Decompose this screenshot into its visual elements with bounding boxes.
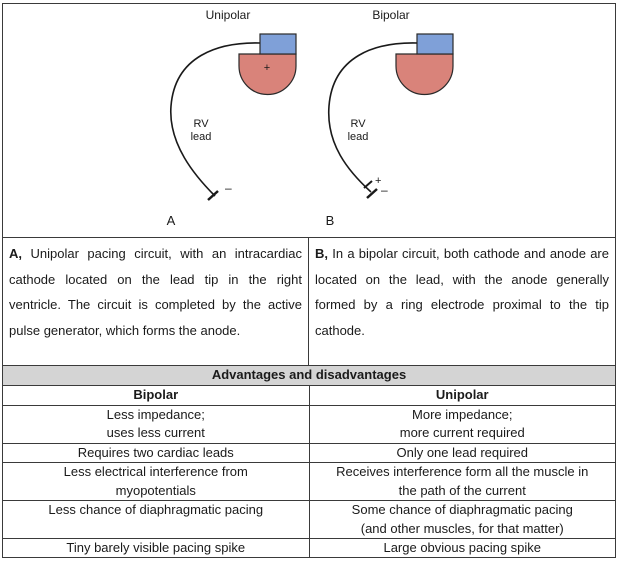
description-b-prefix: B, [315,246,328,261]
unipolar-generator-body [238,53,297,96]
bipolar-lead-label-rv: RV [350,118,366,130]
unipolar-anode-plus: + [264,62,270,74]
description-b-text: In a bipolar circuit, both cathode and a… [315,246,609,338]
cell-line: Less impedance; [106,406,205,422]
unipolar-tip-cathode [207,190,219,201]
table-cell-bipolar: Tiny barely visible pacing spike [3,538,310,558]
bipolar-ring-anode [363,180,373,189]
cell-line: Large obvious pacing spike [383,540,542,555]
cell-line: More impedance; [412,406,513,422]
figure-frame: Unipolar + – RV lead A Bipolar + – RV [2,3,616,558]
description-a-prefix: A, [9,246,22,261]
description-a: A, Unipolar pacing circuit, with an intr… [3,238,309,365]
panel-label-a: A [167,213,176,228]
cell-line: Tiny barely visible pacing spike [66,540,246,555]
table-cell-bipolar: Less electrical interference from myopote… [3,462,310,501]
cell-line: Less electrical interference from [63,464,248,479]
cell-line: (and other muscles, for that matter) [360,520,564,536]
unipolar-generator-header [259,33,297,55]
cell-line: Receives interference form all the muscl… [336,464,589,479]
table-row: Less chance of diaphragmatic pacing Some… [3,500,615,539]
description-b: B, In a bipolar circuit, both cathode an… [309,238,615,365]
table-cell-unipolar: Only one lead required [308,442,615,463]
cell-line: uses less current [106,425,205,440]
unipolar-cathode-minus: – [225,181,232,195]
table-cell-bipolar: Requires two cardiac leads [3,442,310,463]
bipolar-generator-header [416,33,454,55]
cell-line: the path of the current [398,482,526,498]
cell-line: Requires two cardiac leads [77,444,234,460]
bipolar-pulse-generator [395,33,454,96]
table-cell-bipolar: Less impedance; uses less current [3,404,310,444]
bipolar-cathode-minus: – [381,183,388,197]
table-row: Less electrical interference from myopote… [3,462,615,501]
cell-line: more current required [399,425,525,440]
table-cell-unipolar: Large obvious pacing spike [308,538,615,558]
bipolar-generator-body [395,53,454,96]
cell-line: Only one lead required [396,444,529,460]
table-column-header-row: Bipolar Unipolar [3,385,615,406]
table-row: Requires two cardiac leads Only one lead… [3,442,615,463]
unipolar-rv-lead [170,42,261,197]
unipolar-lead-label-rv: RV [193,118,209,130]
table-row: Less impedance; uses less current More im… [3,404,615,444]
cell-line: myopotentials [115,482,196,498]
unipolar-lead-label-lead: lead [191,131,212,143]
comparison-table: Advantages and disadvantages Bipolar Uni… [3,366,615,558]
pacing-diagram: Unipolar + – RV lead A Bipolar + – RV [3,4,615,237]
unipolar-pulse-generator: + [238,33,297,96]
table-cell-unipolar: Some chance of diaphragmatic pacing (and … [308,500,615,539]
column-header-unipolar: Unipolar [308,385,615,406]
bipolar-rv-lead [327,42,418,193]
table-row: Tiny barely visible pacing spike Large o… [3,538,615,558]
bipolar-anode-plus: + [375,175,381,187]
description-a-text: Unipolar pacing circuit, with an intraca… [9,246,302,338]
panel-label-b: B [326,213,335,228]
bipolar-tip-cathode [366,188,378,199]
bipolar-title: Bipolar [372,8,409,22]
table-heading: Advantages and disadvantages [3,366,615,386]
table-cell-unipolar: More impedance; more current required [308,404,615,444]
unipolar-title: Unipolar [206,8,251,22]
cell-line: Less chance of diaphragmatic pacing [48,502,264,517]
cell-line: Some chance of diaphragmatic pacing [351,502,573,517]
column-header-bipolar: Bipolar [3,385,310,406]
table-cell-unipolar: Receives interference form all the muscl… [308,462,615,501]
table-heading-row: Advantages and disadvantages [3,366,615,386]
pacing-diagram-svg: Unipolar + – RV lead A Bipolar + – RV [167,8,454,228]
table-cell-bipolar: Less chance of diaphragmatic pacing [3,500,310,539]
description-row: A, Unipolar pacing circuit, with an intr… [3,237,615,366]
bipolar-lead-label-lead: lead [348,131,369,143]
